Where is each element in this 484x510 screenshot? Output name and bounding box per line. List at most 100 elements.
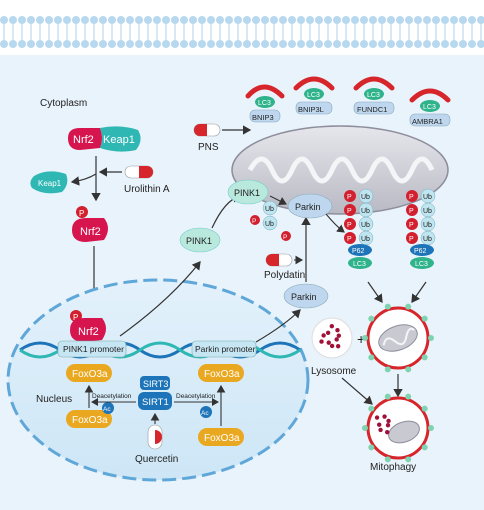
membrane-head — [288, 16, 296, 24]
cytoplasm-label: Cytoplasm — [40, 98, 87, 109]
membrane-head — [45, 40, 53, 48]
svg-text:LC3: LC3 — [258, 100, 271, 107]
membrane-head — [252, 16, 260, 24]
arrow-pink1-promoter — [119, 261, 201, 337]
foxo3a-right-bottom: FoxO3a Ac — [198, 406, 244, 446]
ub-label: Ub — [361, 194, 370, 201]
membrane-head — [36, 16, 44, 24]
lc3-dot — [421, 315, 428, 322]
membrane-head — [423, 16, 431, 24]
svg-text:FoxO3a: FoxO3a — [204, 433, 240, 444]
membrane-head — [225, 16, 233, 24]
enzyme-dot — [385, 430, 390, 435]
enzyme-dot — [329, 343, 335, 349]
membrane-head — [9, 40, 17, 48]
lc3-dot — [428, 425, 434, 431]
phospho-p-label: P — [409, 222, 414, 229]
ub-near-pink1: Ub Ub P P — [250, 200, 291, 241]
lc3-dot — [405, 456, 412, 463]
membrane-head — [108, 40, 116, 48]
membrane-head — [360, 40, 368, 48]
phospho-p-label: P — [409, 236, 414, 243]
ub-label: Ub — [423, 222, 432, 229]
membrane-head — [306, 16, 314, 24]
membrane-head — [189, 40, 197, 48]
svg-text:LC3: LC3 — [423, 104, 436, 111]
nrf2-keap1-complex: Nrf2 Keap1 — [68, 126, 141, 152]
membrane-head — [252, 40, 260, 48]
lc3 — [348, 257, 372, 269]
svg-text:AMBRA1: AMBRA1 — [412, 117, 443, 126]
membrane-head — [432, 40, 440, 48]
lysosome: Lysosome — [311, 317, 357, 377]
p62 — [410, 244, 434, 256]
pns-label: PNS — [198, 142, 219, 153]
receptor-ambra1: LC3 AMBRA1 — [409, 88, 451, 127]
svg-text:Parkin promoter: Parkin promoter — [195, 344, 256, 354]
svg-text:LC3: LC3 — [367, 92, 380, 99]
lc3-dot — [405, 366, 412, 373]
phospho-p — [344, 232, 356, 244]
phospho-p-label: P — [347, 208, 352, 215]
membrane-head — [81, 40, 89, 48]
svg-text:PINK1 promoter: PINK1 promoter — [63, 344, 124, 354]
membrane-head — [72, 40, 80, 48]
membrane-head — [477, 16, 484, 24]
phospho-p — [344, 218, 356, 230]
membrane-head — [270, 16, 278, 24]
polydatin-label: Polydatin — [264, 270, 305, 281]
lc3-label: LC3 — [353, 261, 366, 268]
svg-text:Ub: Ub — [265, 206, 274, 213]
p62 — [348, 244, 372, 256]
svg-text:Ub: Ub — [265, 221, 274, 228]
lc3-dot — [405, 393, 412, 400]
receptor-bnip3l: LC3 BNIP3L — [293, 76, 335, 115]
membrane-head — [36, 40, 44, 48]
deacetylation-label-right: Deacetylation — [176, 393, 216, 400]
membrane-head — [387, 16, 395, 24]
membrane-head — [135, 16, 143, 24]
membrane-head — [81, 16, 89, 24]
arrow-keap1-release — [70, 173, 97, 186]
ub-label: Ub — [361, 236, 370, 243]
membrane-head — [234, 16, 242, 24]
membrane-head — [153, 40, 161, 48]
phospho-p-label: P — [347, 194, 352, 201]
p62-label: P62 — [414, 248, 427, 255]
enzyme-dot — [386, 418, 391, 424]
svg-text:SIRT1: SIRT1 — [142, 397, 169, 408]
p62-label: P62 — [352, 248, 365, 255]
sirt3: SIRT3 — [140, 376, 170, 390]
membrane-head — [63, 40, 71, 48]
lc3-dot — [405, 303, 412, 310]
ub-label: Ub — [423, 208, 432, 215]
membrane-head — [99, 40, 107, 48]
parkin-promoter: Parkin promoter — [191, 340, 257, 358]
svg-text:FoxO3a: FoxO3a — [72, 415, 108, 426]
mitophagy-label: Mitophagy — [370, 462, 416, 473]
lysosome-label: Lysosome — [311, 366, 357, 377]
enzyme-dot — [325, 330, 331, 336]
arrow-parkin-ub — [325, 213, 345, 233]
keap1-label-complex: Keap1 — [103, 134, 135, 146]
receptor-bnip3: LC3 BNIP3 — [245, 84, 285, 123]
membrane-head — [108, 16, 116, 24]
membrane-head — [99, 16, 107, 24]
membrane-head — [468, 16, 476, 24]
membrane-head — [225, 40, 233, 48]
membrane-head — [45, 16, 53, 24]
membrane-head — [0, 16, 8, 24]
svg-text:FUNDC1: FUNDC1 — [357, 105, 387, 114]
nucleus-label: Nucleus — [36, 394, 72, 405]
enzyme-dot — [329, 323, 335, 329]
svg-text:Parkin: Parkin — [291, 292, 317, 302]
membrane-head — [333, 16, 341, 24]
phospho-p-label: P — [409, 194, 414, 201]
membrane-head — [477, 40, 484, 48]
phospho-p — [406, 204, 418, 216]
svg-text:P: P — [252, 218, 256, 225]
lc3-dot — [384, 303, 391, 310]
membrane-head — [243, 40, 251, 48]
membrane-head — [18, 40, 26, 48]
